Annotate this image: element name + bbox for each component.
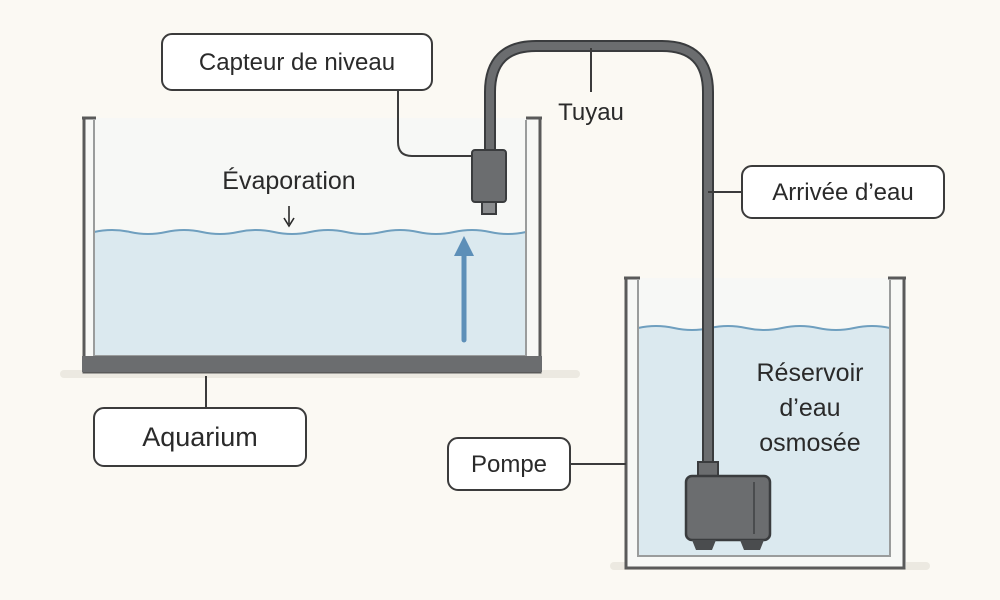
leader-lines <box>205 48 742 465</box>
label-capteur-text: Capteur de niveau <box>199 49 395 76</box>
label-aquarium-text: Aquarium <box>142 422 258 452</box>
pump <box>684 461 772 550</box>
leader-capteur <box>397 90 472 157</box>
label-arrivee-text: Arrivée d’eau <box>772 179 913 206</box>
label-capteur: Capteur de niveau <box>161 33 433 91</box>
label-arrivee: Arrivée d’eau <box>741 165 945 219</box>
pump-foot-left <box>692 540 716 550</box>
label-pompe-text: Pompe <box>471 451 547 478</box>
pump-foot-right <box>740 540 764 550</box>
aquarium-water <box>94 230 526 356</box>
reservoir-label-line3: osmosée <box>759 429 860 457</box>
label-aquarium: Aquarium <box>93 407 307 467</box>
level-sensor <box>471 149 507 215</box>
reservoir-inner-wall <box>637 280 891 557</box>
aquarium-water-surface <box>93 229 527 235</box>
label-tuyau-text: Tuyau <box>558 99 624 126</box>
arrow-up-icon <box>454 236 474 343</box>
reservoir-outer-wall <box>624 278 906 570</box>
reservoir-label-line1: Réservoir <box>757 359 864 387</box>
aquarium-base <box>82 356 542 372</box>
evaporation-label: Évaporation <box>222 166 355 195</box>
arrow-down-icon <box>283 206 295 228</box>
label-pompe: Pompe <box>447 437 571 491</box>
reservoir-label-line2: d’eau <box>779 394 840 422</box>
reservoir-water-surface <box>637 325 891 331</box>
hose <box>484 40 714 466</box>
